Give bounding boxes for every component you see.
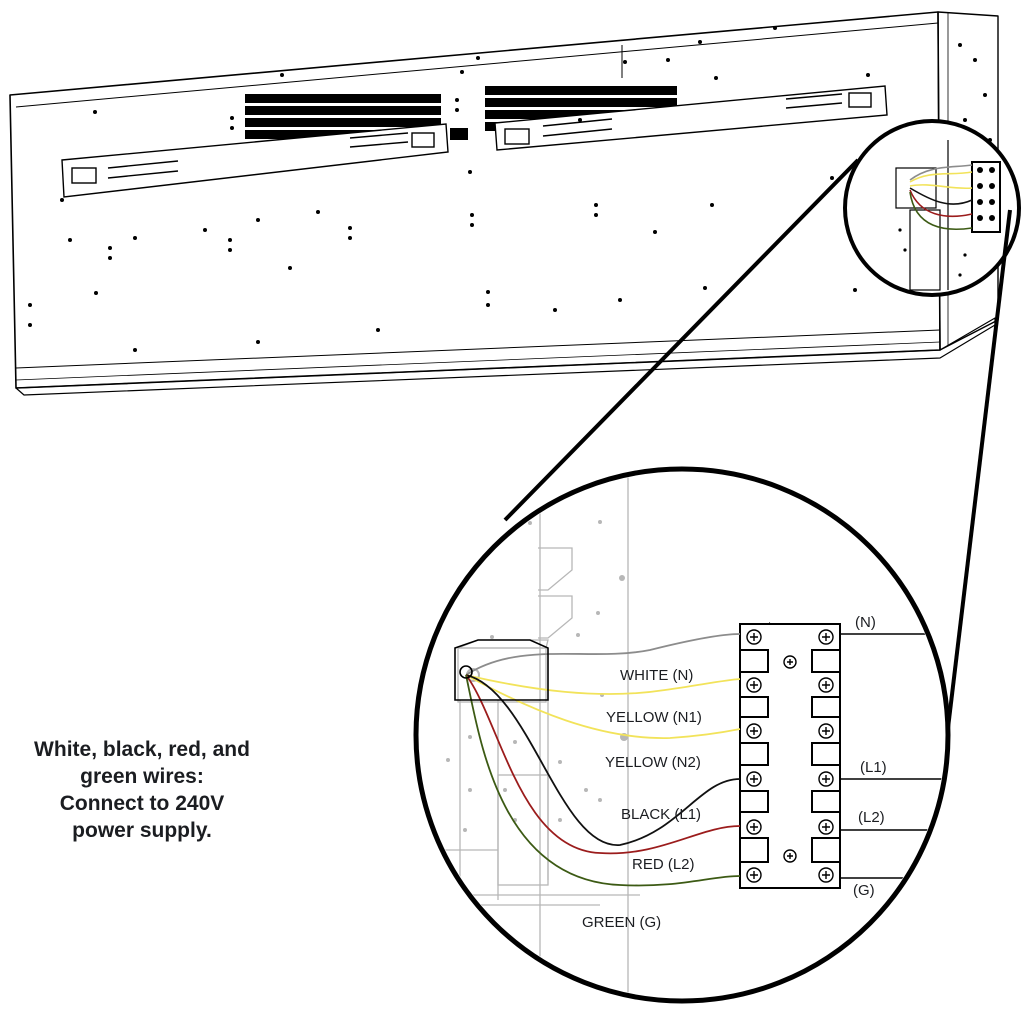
zoom-connector-lines	[503, 158, 1012, 729]
caption-line-3: Connect to 240V	[59, 792, 225, 815]
label-terminal-l2: (L2)	[858, 809, 885, 826]
label-red: RED (L2)	[632, 856, 695, 873]
label-terminal-g: (G)	[853, 882, 875, 899]
junction-box	[454, 639, 549, 701]
caption-line-4: power supply.	[72, 819, 212, 842]
label-yellow-n2: YELLOW (N2)	[605, 754, 701, 771]
label-white: WHITE (N)	[620, 667, 693, 684]
zoom-circle-small	[843, 119, 1021, 297]
terminal-block	[739, 622, 841, 889]
instruction-caption: White, black, red, and green wires: Conn…	[0, 736, 312, 844]
panel-holes	[28, 26, 992, 352]
terminal-screws	[746, 629, 834, 883]
label-black: BLACK (L1)	[621, 806, 701, 823]
mounting-bracket-left	[61, 123, 449, 198]
wires	[465, 633, 741, 887]
label-terminal-l1: (L1)	[860, 759, 887, 776]
mounting-bracket-right	[494, 85, 888, 151]
label-yellow-n1: YELLOW (N1)	[606, 709, 702, 726]
label-terminal-n: (N)	[855, 614, 876, 631]
caption-line-2: green wires:	[80, 765, 204, 788]
label-green: GREEN (G)	[582, 914, 661, 931]
zoom-circle-large	[413, 466, 951, 1004]
caption-line-1: White, black, red, and	[34, 738, 250, 761]
